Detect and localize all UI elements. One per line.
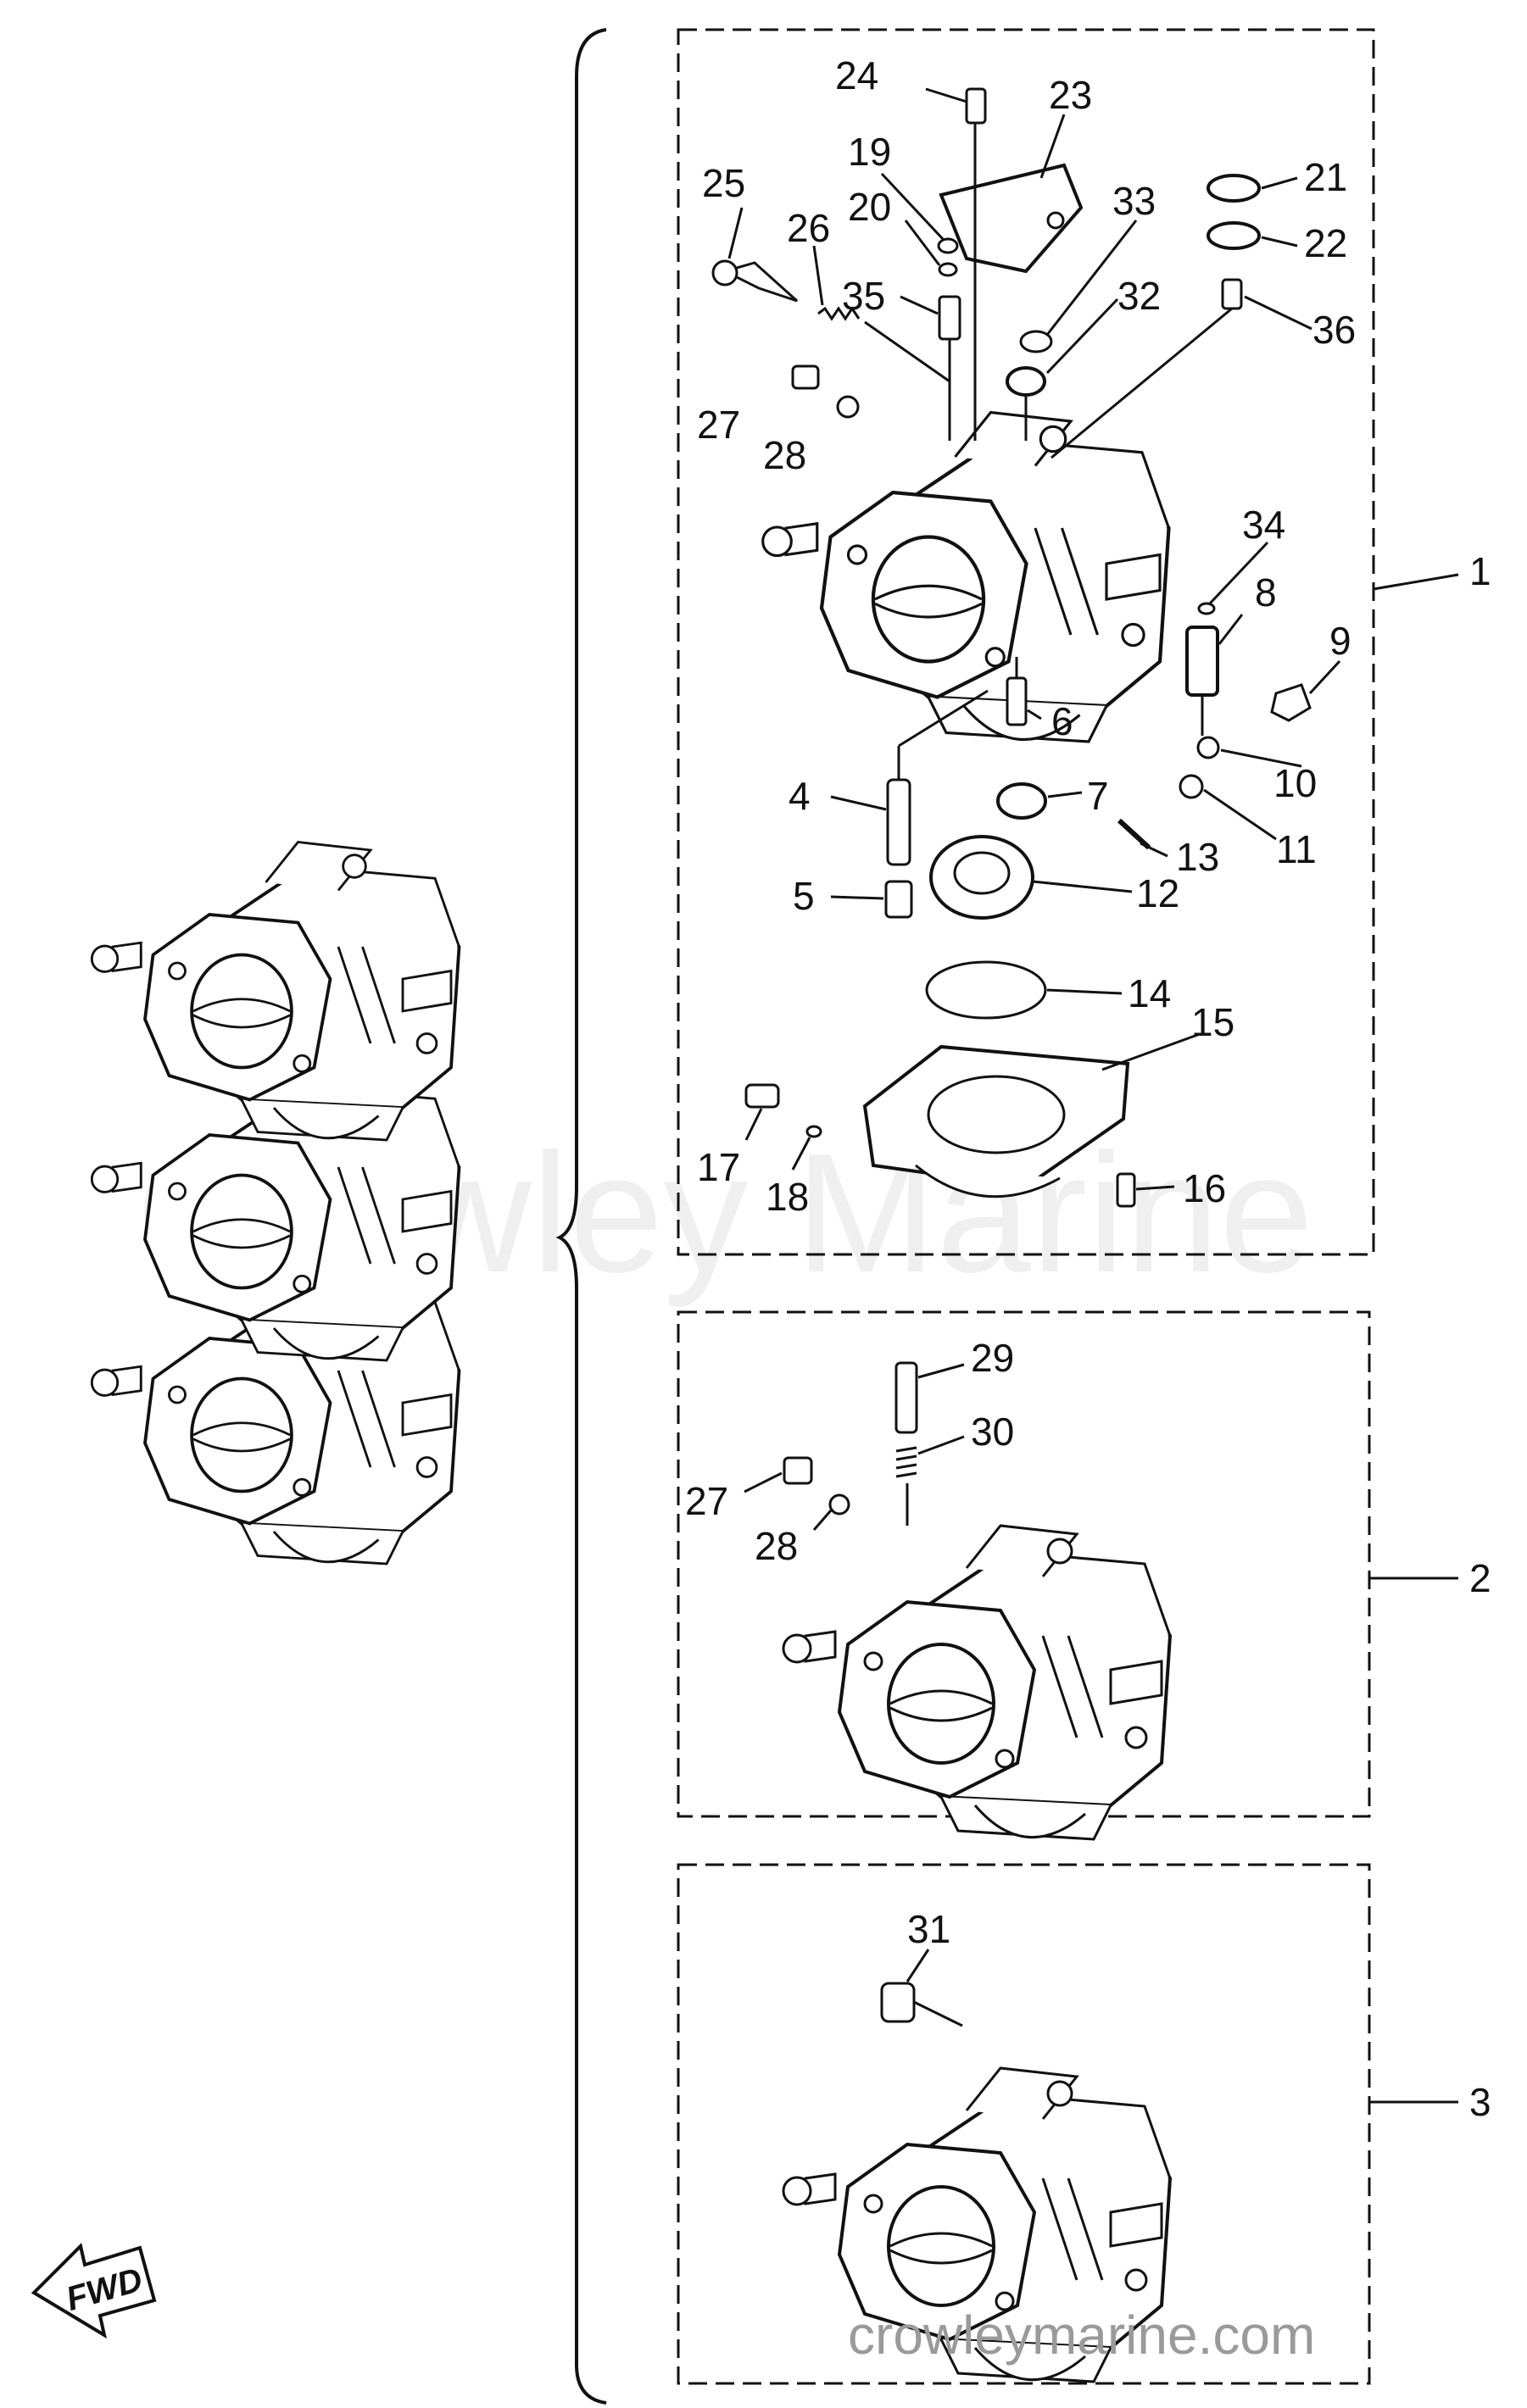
callout-5: 5 [793, 874, 815, 918]
callout-11: 11 [1276, 827, 1317, 871]
callout-25: 25 [702, 161, 745, 205]
carburetor-assembly-2 [782, 1524, 1172, 1841]
callout-34: 34 [1242, 503, 1285, 547]
callout-14: 14 [1128, 971, 1171, 1015]
callout-22: 22 [1304, 221, 1347, 265]
callout-31: 31 [907, 1907, 950, 1951]
callout-27a: 27 [697, 403, 740, 447]
forward-direction-arrow: FWD [31, 2243, 157, 2339]
assembly-brace [555, 28, 607, 2405]
callout-17: 17 [697, 1145, 740, 1189]
callout-19: 19 [848, 130, 891, 174]
callout-26: 26 [787, 206, 830, 250]
callout-28a: 28 [763, 433, 806, 477]
site-label: crowleymarine.com [848, 2305, 1315, 2366]
callout-36: 36 [1312, 308, 1356, 352]
leader-lines [727, 87, 1341, 1983]
callout-13: 13 [1176, 835, 1219, 879]
assembly-number-1: 1 [1469, 549, 1491, 593]
assembly-box-3 [677, 1863, 1371, 2385]
callout-15: 15 [1191, 1000, 1234, 1044]
callout-29: 29 [971, 1336, 1014, 1380]
callout-9: 9 [1329, 619, 1351, 663]
callout-7: 7 [1087, 774, 1109, 818]
carburetor-assembly-1 [763, 413, 1169, 742]
assembly-number-2: 2 [1469, 1556, 1491, 1600]
callout-24: 24 [835, 53, 878, 97]
callout-12: 12 [1136, 871, 1179, 915]
callout-30: 30 [971, 1410, 1014, 1454]
callout-21: 21 [1304, 155, 1347, 199]
assembly-box-1 [677, 28, 1375, 1256]
callout-numbers: 24 23 19 20 21 33 22 25 26 35 32 36 27 2… [685, 53, 1356, 1951]
callout-10: 10 [1273, 761, 1317, 805]
callout-16: 16 [1183, 1166, 1226, 1210]
callout-18: 18 [766, 1175, 809, 1219]
callout-27b: 27 [685, 1479, 728, 1523]
callout-4: 4 [789, 774, 811, 818]
callout-20: 20 [848, 185, 891, 229]
callout-23: 23 [1049, 73, 1092, 117]
callout-8: 8 [1255, 570, 1277, 615]
callout-28b: 28 [755, 1524, 798, 1568]
assembly-number-3: 3 [1469, 2080, 1491, 2124]
callout-35: 35 [842, 274, 885, 318]
callout-32: 32 [1117, 274, 1161, 318]
callout-33: 33 [1112, 179, 1156, 223]
callout-6: 6 [1051, 699, 1073, 743]
